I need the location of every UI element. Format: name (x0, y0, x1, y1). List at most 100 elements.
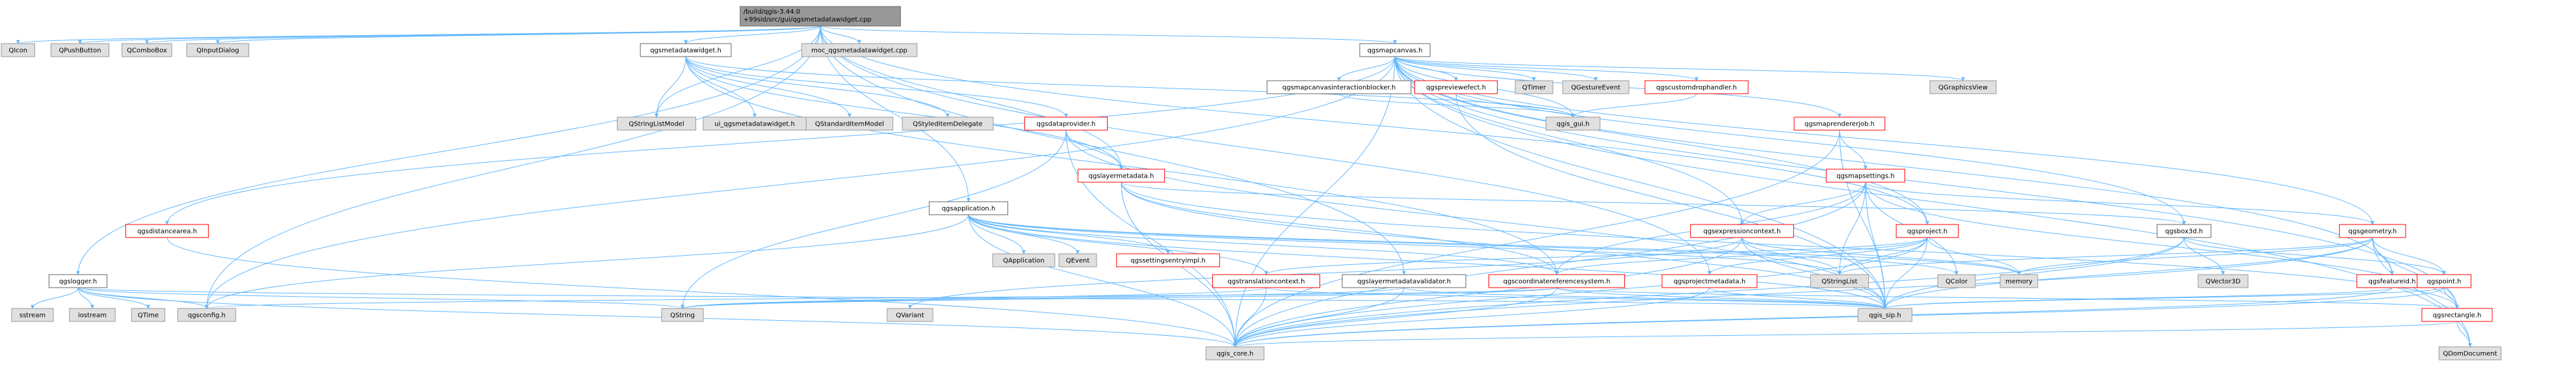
node-qgscustomdrophandler[interactable]: qgscustomdrophandler.h (1645, 80, 1749, 94)
edge-qgsmetadatawidget-h-to-QStringListModel (655, 56, 686, 118)
node-qgsproject[interactable]: qgsproject.h (1895, 224, 1959, 238)
edge-qgsmapcanvas-h-to-QTimer (1394, 56, 1536, 81)
node-QStringListModel[interactable]: QStringListModel (617, 116, 696, 131)
edge-root-to-qgsprojectmetadata (820, 25, 1711, 275)
node-qgsmaprendererjob[interactable]: qgsmaprendererjob.h (1793, 116, 1886, 131)
node-qgsbox3d[interactable]: qgsbox3d.h (2157, 224, 2211, 238)
edge-qgscustomdrophandler-to-qgis-gui (1571, 93, 1697, 118)
node-box (1077, 169, 1165, 183)
edge-root-to-qgsmapcanvas-h (820, 25, 1397, 44)
node-qgspreviewefect[interactable]: qgspreviewefect.h (1414, 80, 1498, 94)
node-qgsapplication[interactable]: qgsapplication.h (929, 201, 1008, 215)
node-qgsdataprovider[interactable]: qgsdataprovider.h (1024, 116, 1108, 131)
node-label: QEvent (1066, 258, 1090, 265)
node-QString[interactable]: QString (661, 308, 704, 322)
edge-qgslayermetadatavalidator-to-QString (681, 287, 1405, 309)
edge-qgslayermetadata-to-qgsbox3d (1121, 182, 2186, 225)
node-QStringList[interactable]: QStringList (1810, 274, 1869, 288)
edge-qgsmetadatawidget-h-to-qgslayermetadata (685, 56, 1123, 170)
node-QGraphicsView[interactable]: QGraphicsView (1929, 80, 1997, 94)
edge-qgsgeometry-to-QStringList (1838, 237, 2373, 275)
node-QTime[interactable]: QTime (131, 308, 166, 322)
node-label: QApplication (1003, 258, 1045, 265)
node-box (11, 308, 54, 322)
node-qgscoordinatereferencesystem[interactable]: qgscoordinatereferencesystem.h (1489, 274, 1625, 288)
edge-qgscoordinatereferencesystem-to-qgsrectangle (1556, 287, 2459, 309)
node-qgis-sip[interactable]: qgis_sip.h (1858, 308, 1912, 322)
node-QGestureEvent[interactable]: QGestureEvent (1562, 80, 1630, 94)
node-qgsexpressioncontext[interactable]: qgsexpressioncontext.h (1690, 224, 1794, 238)
node-qgstranslationcontext[interactable]: qgstranslationcontext.h (1212, 274, 1320, 288)
node-QStyledItemDelegate[interactable]: QStyledItemDelegate (902, 116, 994, 131)
node-QVariant[interactable]: QVariant (887, 308, 933, 322)
edge-qgsproject-to-memory (1927, 237, 2021, 275)
node-ui-qgsmetadatawidget[interactable]: ui_qgsmetadatawidget.h (703, 116, 807, 131)
node-moc[interactable]: moc_qgsmetadatawidget.cpp (801, 43, 918, 57)
node-label: QGestureEvent (1571, 85, 1620, 92)
node-qgsdistancearea[interactable]: qgsdistancearea.h (125, 224, 209, 238)
node-qgsconfig[interactable]: qgsconfig.h (177, 308, 237, 322)
node-qgsfeatureid[interactable]: qgsfeatureid.h (2356, 274, 2428, 288)
node-iostream[interactable]: iostream (69, 308, 116, 322)
node-qgslogger[interactable]: qgslogger.h (48, 274, 108, 288)
node-qgis-gui[interactable]: qgis_gui.h (1546, 116, 1600, 131)
node-qgsmapcanvas-h[interactable]: qgsmapcanvas.h (1359, 43, 1431, 57)
node-box (1058, 253, 1097, 267)
node-box (1810, 274, 1869, 288)
edge-qgsmapcanvas-h-to-QGraphicsView (1394, 56, 1965, 81)
edge-qgscoordinatereferencesystem-to-QString (681, 287, 1557, 309)
edge-qgspreviewefect-to-qgis-gui (1455, 93, 1575, 118)
node-QIcon[interactable]: QIcon (1, 43, 35, 57)
edge-qgsfeatureid-to-qgis-sip (1883, 287, 2393, 309)
node-box (1266, 80, 1412, 94)
node-qgsprojectmetadata[interactable]: qgsprojectmetadata.h (1661, 274, 1758, 288)
node-QVector3D[interactable]: QVector3D (2198, 274, 2248, 288)
node-QColor[interactable]: QColor (1937, 274, 1976, 288)
node-label: qgspoint.h (2427, 279, 2462, 286)
node-box (1205, 346, 1265, 360)
node-sstream[interactable]: sstream (11, 308, 54, 322)
edge-qgscoordinatereferencesystem-to-qgis-sip (1556, 287, 1887, 309)
node-QApplication[interactable]: QApplication (992, 253, 1056, 267)
node-QStandardItemModel[interactable]: QStandardItemModel (805, 116, 894, 131)
edge-qgslogger-to-QTime (77, 287, 150, 309)
node-QTimer[interactable]: QTimer (1515, 80, 1554, 94)
node-QEvent[interactable]: QEvent (1058, 253, 1097, 267)
edge-qgsproject-to-qgsprojectmetadata (1708, 237, 1928, 275)
edge-qgsprojectmetadata-to-qgis-core (1233, 287, 1710, 347)
node-memory[interactable]: memory (1999, 274, 2038, 288)
node-label: qgssettingsentryimpl.h (1130, 258, 1205, 265)
edge-qgsmapcanvas-h-to-qgsdistancearea (165, 56, 1396, 225)
node-qgsrectangle[interactable]: qgsrectangle.h (2421, 308, 2493, 322)
node-QDomDocument[interactable]: QDomDocument (2438, 346, 2502, 360)
node-QPushButton[interactable]: QPushButton (50, 43, 110, 57)
node-qgsmapcanvasinteractionblocker[interactable]: qgsmapcanvasinteractionblocker.h (1266, 80, 1412, 94)
node-label: ui_qgsmetadatawidget.h (714, 121, 795, 128)
node-label: qgis_gui.h (1557, 121, 1590, 128)
node-qgsmetadatawidget-h[interactable]: qgsmetadatawidget.h (640, 43, 732, 57)
edge-qgsapplication-to-QColor (968, 214, 1958, 275)
node-qgslayermetadata[interactable]: qgslayermetadata.h (1077, 169, 1165, 183)
node-qgssettingsentryimpl[interactable]: qgssettingsentryimpl.h (1116, 253, 1220, 267)
node-label: qgis_sip.h (1869, 312, 1901, 319)
node-box (1999, 274, 2038, 288)
node-qgsgeometry[interactable]: qgsgeometry.h (2339, 224, 2406, 238)
node-label: /build/qgis-3.44.0 (744, 8, 800, 16)
node-QComboBox[interactable]: QComboBox (122, 43, 172, 57)
edge-qgslogger-to-QString (77, 287, 684, 309)
node-label: qgsmapcanvasinteractionblocker.h (1282, 85, 1396, 92)
node-box (2339, 224, 2406, 238)
edge-qgsmetadatawidget-h-to-ui-qgsmetadatawidget (685, 56, 757, 118)
node-QInputDialog[interactable]: QInputDialog (186, 43, 250, 57)
edge-qgslogger-to-iostream (77, 287, 94, 309)
node-qgspoint[interactable]: qgspoint.h (2417, 274, 2471, 288)
node-qgslayermetadatavalidator[interactable]: qgslayermetadatavalidator.h (1342, 274, 1466, 288)
node-box (48, 274, 108, 288)
edge-qgsdataprovider-to-qgis-sip (1065, 129, 1887, 309)
node-qgsmapsettings[interactable]: qgsmapsettings.h (1826, 169, 1905, 183)
node-box (1895, 224, 1959, 238)
node-qgis-core[interactable]: qgis_core.h (1205, 346, 1265, 360)
node-box (801, 43, 918, 57)
node-layer: /build/qgis-3.44.0+99sid/src/gui/qgsmeta… (1, 6, 2502, 360)
